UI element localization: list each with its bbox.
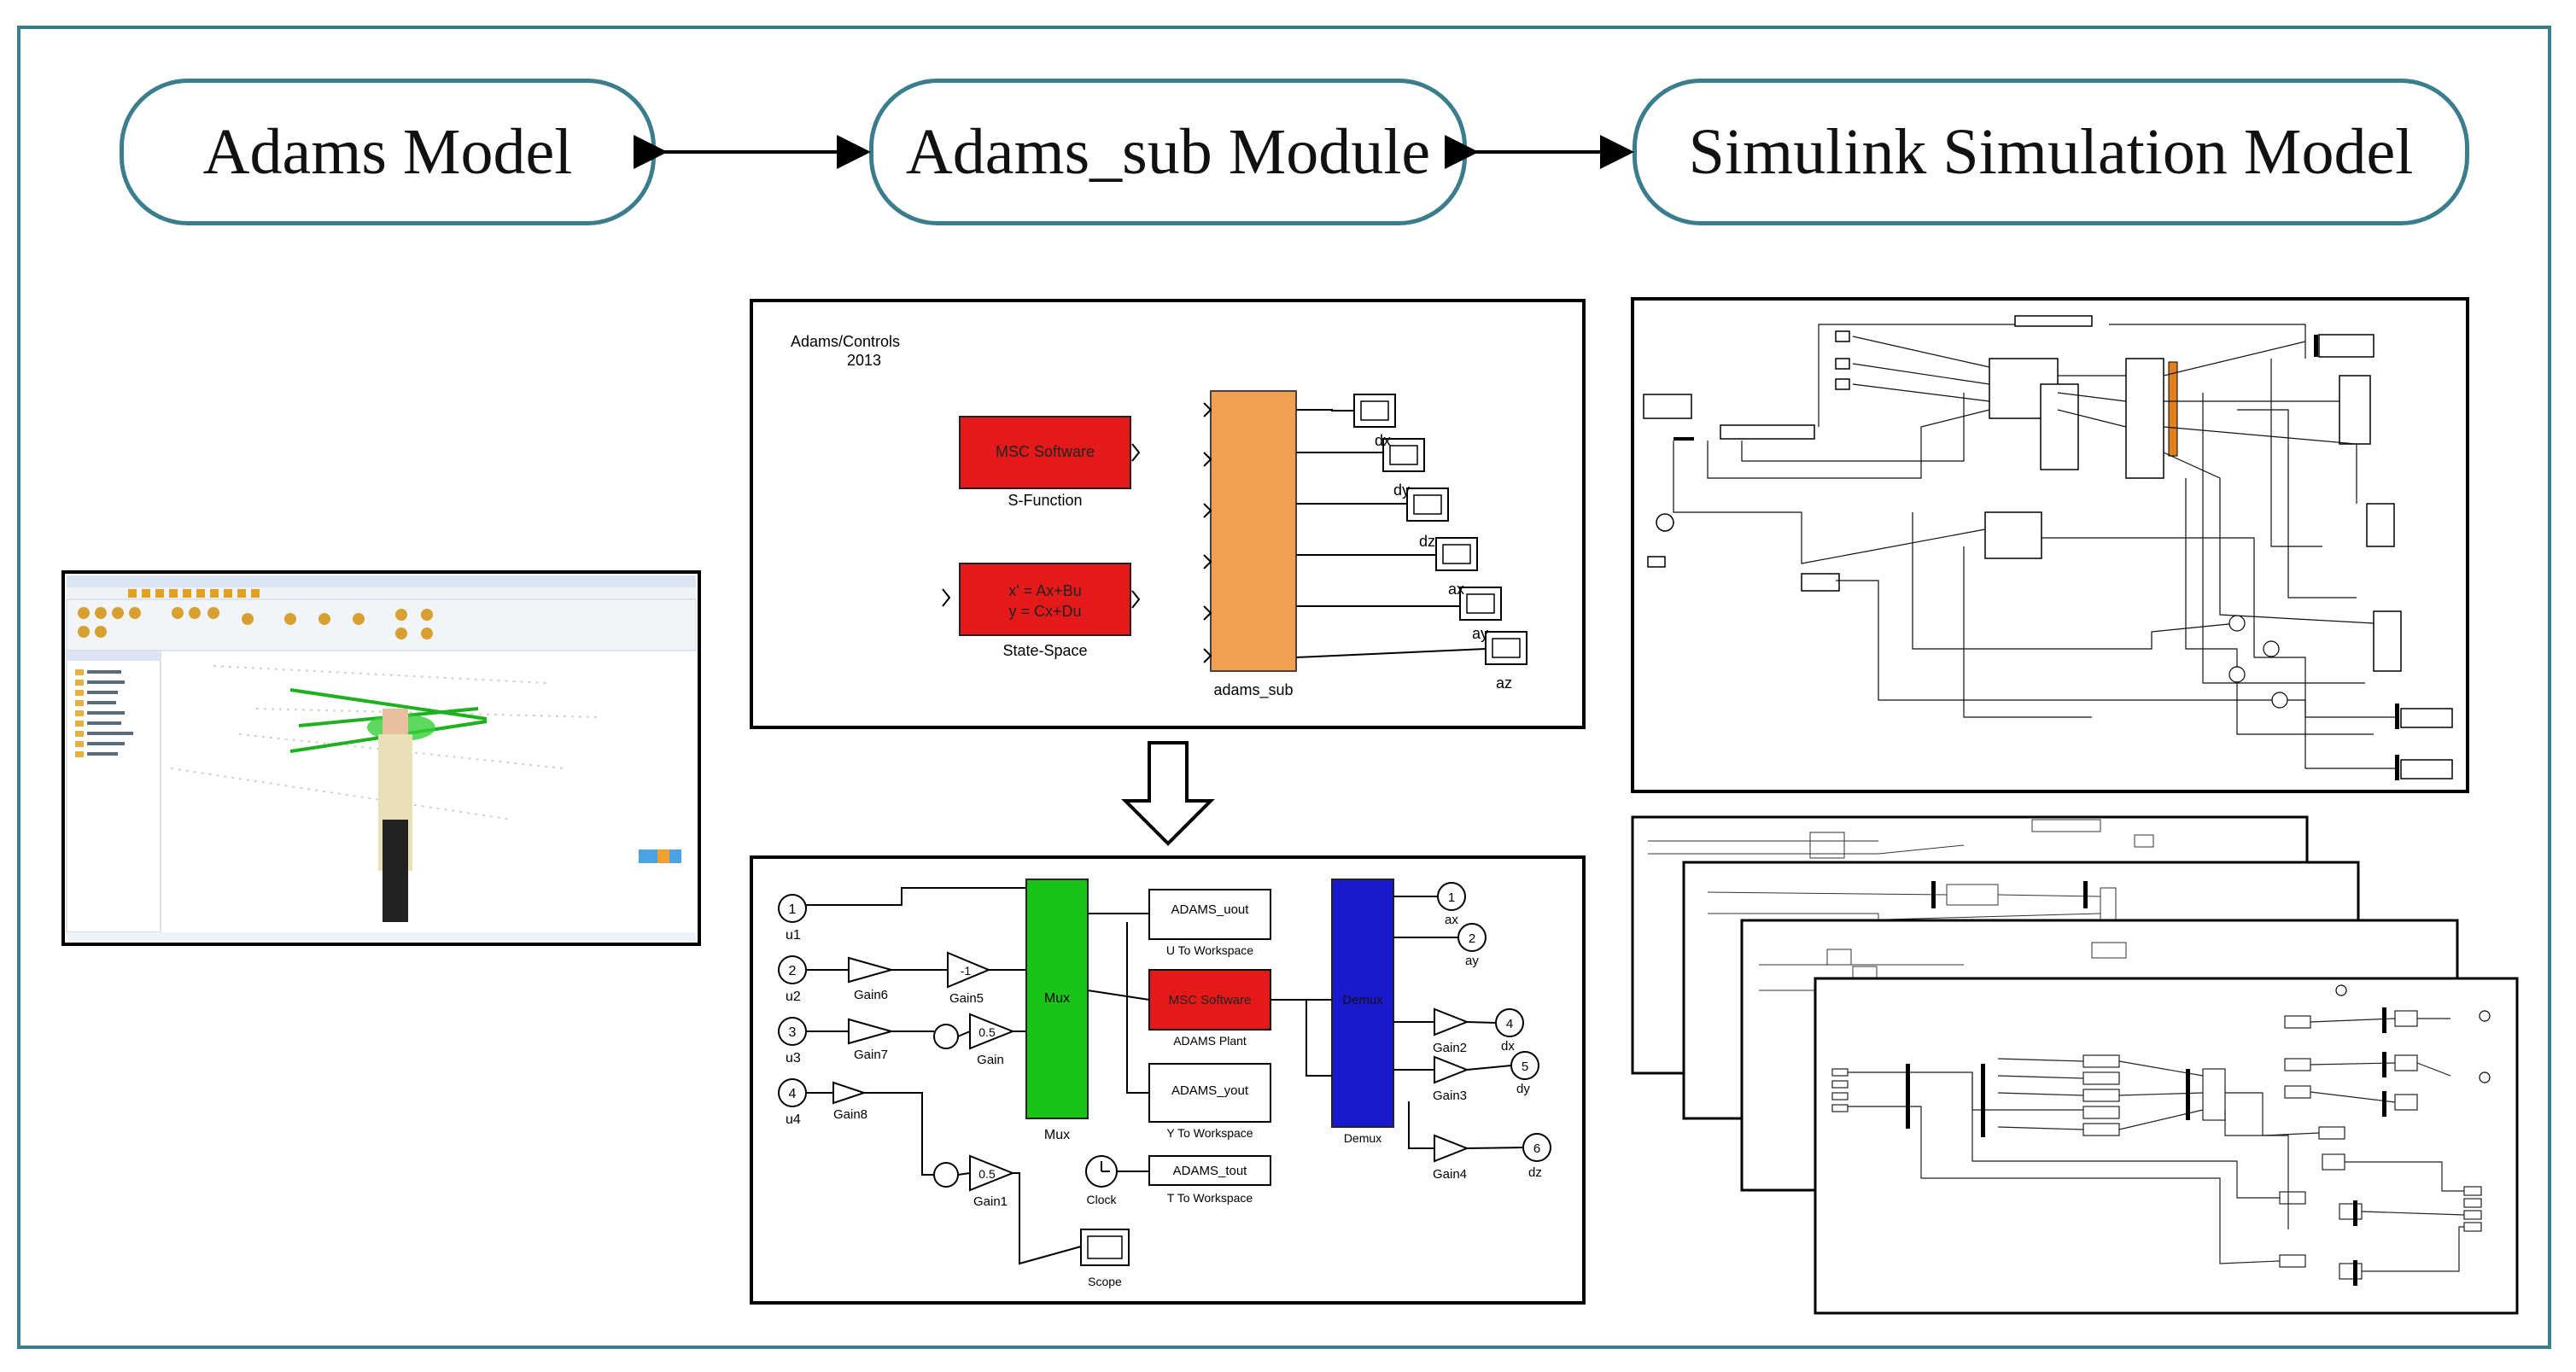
- adams-plant-label: ADAMS Plant: [1173, 1034, 1247, 1048]
- gain1-label: Gain1: [973, 1194, 1008, 1209]
- outport-2-num: 2: [1469, 931, 1475, 946]
- adams-controls-diagram: Adams/Controls 2013 MSC Software S-Funct…: [750, 299, 1586, 729]
- statespace-label: State-Space: [1002, 642, 1087, 659]
- tout-text: ADAMS_tout: [1173, 1164, 1248, 1178]
- adams-screenshot: [61, 570, 701, 946]
- sfunction-block: [959, 416, 1131, 489]
- statespace-eq2: y = Cx+Du: [1008, 603, 1081, 620]
- gain8-label: Gain8: [833, 1107, 867, 1122]
- uout-label: U To Workspace: [1166, 943, 1253, 957]
- gain5-value: -1: [961, 964, 972, 978]
- inport-1-label: u1: [786, 928, 801, 943]
- adams-controls-out-dz: dz: [1419, 533, 1435, 550]
- scope-block: [1080, 1229, 1130, 1266]
- simulink-model-box: Simulink Simulation Model: [1633, 79, 2469, 225]
- inport-2-label: u2: [786, 990, 801, 1004]
- gain6-label: Gain6: [854, 988, 888, 1002]
- statespace-block: [959, 563, 1131, 636]
- outport-1-label: ax: [1445, 913, 1458, 927]
- inport-1-num: 1: [789, 902, 797, 917]
- adams-sub-detail-diagram: 1 2 3 4 u1 u2 u3 u4 -1 0.5 0.5: [750, 855, 1586, 1305]
- inport-3-num: 3: [789, 1025, 797, 1040]
- adams-controls-out-dx: dx: [1375, 432, 1391, 449]
- gain1-value: 0.5: [978, 1167, 996, 1181]
- inport-3-label: u3: [786, 1051, 801, 1065]
- adams-sub-block: [1210, 390, 1297, 672]
- adams-controls-year: 2013: [847, 352, 881, 369]
- adams-controls-out-ay: ay: [1472, 625, 1488, 642]
- outport-1-num: 1: [1448, 890, 1455, 905]
- mux-block: [1025, 879, 1089, 1119]
- mux-label: Mux: [1044, 1128, 1070, 1142]
- demux-label: Demux: [1344, 1131, 1381, 1145]
- inport-2-num: 2: [789, 964, 797, 978]
- clock-label: Clock: [1086, 1193, 1117, 1206]
- adams-controls-title: Adams/Controls: [791, 333, 900, 350]
- adams-sub-label: adams_sub: [1213, 681, 1293, 699]
- adams-controls-out-ax: ax: [1448, 581, 1464, 598]
- scope-label: Scope: [1088, 1275, 1122, 1288]
- outport-5-label: dy: [1516, 1082, 1530, 1096]
- simulink-model-label: Simulink Simulation Model: [1688, 115, 2414, 188]
- outport-5-num: 5: [1522, 1060, 1528, 1074]
- gain2-label: Gain2: [1433, 1041, 1467, 1055]
- outer-frame: [17, 26, 2551, 1349]
- demux-block: [1331, 879, 1394, 1128]
- gain4-label: Gain4: [1433, 1167, 1467, 1182]
- gain7-label: Gain7: [854, 1048, 888, 1062]
- outport-6-num: 6: [1533, 1141, 1540, 1156]
- sfunction-block-text: MSC Software: [996, 443, 1095, 460]
- inport-4-label: u4: [786, 1112, 801, 1127]
- yout-label: Y To Workspace: [1166, 1126, 1253, 1140]
- gain5-label: Gain5: [949, 991, 984, 1006]
- outport-4-num: 4: [1506, 1017, 1513, 1031]
- adams-sub-module-label: Adams_sub Module: [905, 115, 1431, 188]
- gain3-label: Gain3: [1433, 1089, 1467, 1103]
- gain-label: Gain: [977, 1053, 1004, 1067]
- demux-block-text: Demux: [1342, 993, 1383, 1007]
- outport-2-label: ay: [1465, 954, 1479, 968]
- sfunction-label: S-Function: [1008, 492, 1082, 509]
- yout-text: ADAMS_yout: [1171, 1083, 1249, 1098]
- uout-text: ADAMS_uout: [1171, 902, 1250, 917]
- adams-model-label: Adams Model: [202, 115, 573, 188]
- outport-6-label: dz: [1528, 1165, 1542, 1180]
- hollow-down-arrow: [1121, 741, 1215, 846]
- tout-label: T To Workspace: [1167, 1191, 1253, 1205]
- adams-controls-out-az: az: [1496, 674, 1512, 692]
- outport-4-label: dx: [1501, 1039, 1515, 1054]
- adams-plant-block: [1148, 969, 1271, 1030]
- simulink-screenshot-stack: [1631, 815, 2519, 1315]
- tout-block: [1148, 1155, 1271, 1186]
- adams-model-box: Adams Model: [120, 79, 656, 225]
- mux-block-text: Mux: [1044, 991, 1070, 1006]
- statespace-eq1: x' = Ax+Bu: [1008, 582, 1082, 599]
- inport-4-num: 4: [789, 1087, 797, 1101]
- adams-plant-text: MSC Software: [1169, 993, 1252, 1007]
- adams-controls-out-dy: dy: [1393, 482, 1410, 499]
- adams-sub-module-box: Adams_sub Module: [869, 79, 1467, 225]
- gain-value: 0.5: [978, 1025, 996, 1039]
- simulink-screenshot-top: [1631, 297, 2469, 793]
